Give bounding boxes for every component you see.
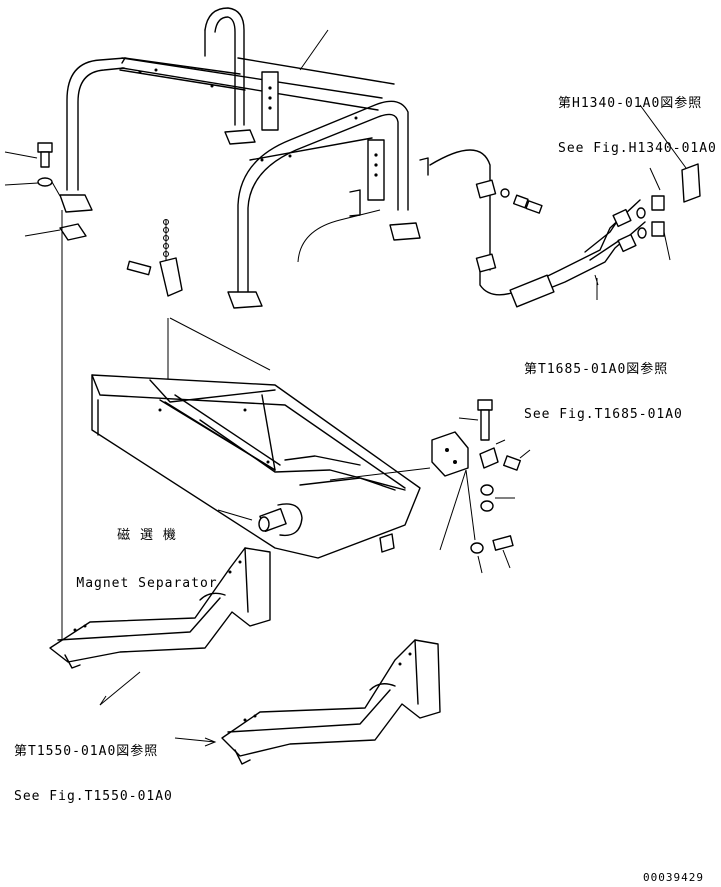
magnet-separator — [91, 374, 431, 559]
magnet-separator-label: 磁 選 機 Magnet Separator — [72, 496, 222, 608]
callout-t1550-jp: 第T1550-01A0図参照 — [14, 744, 159, 759]
side-frame-upper — [49, 547, 271, 706]
drawing-number: 00039429 — [643, 871, 704, 884]
callout-h1340-en: See Fig.H1340-01A0 — [558, 141, 717, 156]
hose-assembly — [297, 104, 701, 308]
chain-hanger — [126, 219, 271, 400]
callout-t1685: 第T1685-01A0図参照 See Fig.T1685-01A0 — [524, 332, 683, 437]
side-frame-lower — [174, 639, 441, 765]
callout-h1340-jp: 第H1340-01A0図参照 — [558, 96, 703, 111]
callout-h1340: 第H1340-01A0図参照 See Fig.H1340-01A0 — [558, 66, 717, 171]
magnet-separator-en: Magnet Separator — [76, 576, 218, 591]
magnet-separator-jp: 磁 選 機 — [117, 528, 177, 543]
left-fasteners — [4, 142, 87, 645]
callout-t1550: 第T1550-01A0図参照 See Fig.T1550-01A0 — [14, 714, 173, 819]
rollbar-frame — [59, 7, 429, 309]
callout-t1550-en: See Fig.T1550-01A0 — [14, 789, 173, 804]
callout-t1685-jp: 第T1685-01A0図参照 — [524, 362, 669, 377]
bracket-fasteners — [431, 399, 531, 574]
callout-t1685-en: See Fig.T1685-01A0 — [524, 407, 683, 422]
